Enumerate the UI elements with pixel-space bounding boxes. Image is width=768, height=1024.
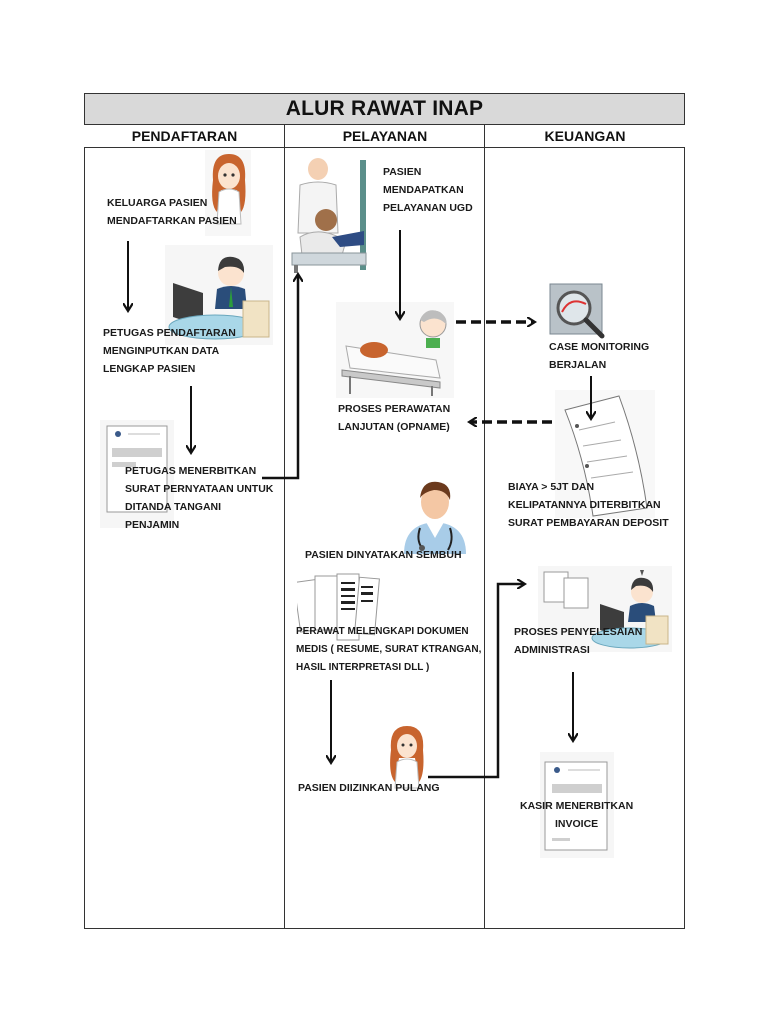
label-line: PASIEN DIIZINKAN PULANG — [298, 782, 440, 794]
title-row: ALUR RAWAT INAP — [84, 93, 685, 125]
hospital-bed-icon — [336, 302, 454, 398]
label-line: KELUARGA PASIEN — [107, 197, 208, 209]
receipt-icon — [555, 390, 655, 518]
female-family-icon — [205, 150, 251, 236]
document-icon — [100, 420, 174, 528]
doctor-icon — [404, 481, 466, 554]
step-case-monitoring: CASE MONITORING BERJALAN — [549, 338, 649, 374]
step-pelayanan-ugd: PASIEN MENDAPATKAN PELAYANAN UGD — [383, 163, 473, 217]
step-petugas-input-data: PETUGAS PENDAFTARAN MENGINPUTKAN DATA LE… — [103, 324, 236, 378]
label-line: MENGINPUTKAN DATA — [103, 345, 220, 357]
label-line: HASIL INTERPRETASI DLL ) — [296, 662, 430, 673]
step-keluarga-mendaftarkan: KELUARGA PASIEN MENDAFTARKAN PASIEN — [107, 194, 237, 230]
column-header-pendaftaran: PENDAFTARAN — [84, 125, 285, 148]
magnifier-monitor-icon — [549, 283, 605, 339]
label-line: LENGKAP PASIEN — [103, 363, 196, 375]
label-line: PELAYANAN UGD — [383, 202, 473, 214]
label-line: MEDIS ( RESUME, SURAT KTRANGAN, — [296, 644, 482, 655]
label-line: DITANDA TANGANI — [125, 501, 222, 513]
step-dokumen-medis: PERAWAT MELENGKAPI DOKUMEN MEDIS ( RESUM… — [296, 623, 481, 677]
label-line: PROSES PERAWATAN — [338, 403, 451, 415]
label-line: PASIEN DINYATAKAN SEMBUH — [305, 549, 462, 561]
doctor-patient-icon — [291, 158, 367, 273]
column-divider — [284, 125, 285, 929]
step-petugas-surat-pernyataan: PETUGAS MENERBITKAN SURAT PERNYATAAN UNT… — [125, 462, 273, 534]
label-line: KASIR MENERBITKAN — [520, 800, 634, 812]
column-header-pelayanan: PELAYANAN — [285, 125, 485, 148]
label-line: CASE MONITORING — [549, 341, 650, 353]
admin-desk-icon — [538, 566, 672, 652]
step-pasien-pulang: PASIEN DIIZINKAN PULANG — [298, 779, 440, 797]
step-kasir-invoice: KASIR MENERBITKAN INVOICE — [520, 797, 633, 833]
label-line: MENDAFTARKAN PASIEN — [107, 215, 237, 227]
label-line: ADMINISTRASI — [514, 644, 590, 656]
invoice-icon — [540, 752, 614, 858]
registration-desk-icon — [165, 245, 273, 345]
label-line: BERJALAN — [549, 359, 607, 371]
column-header-keuangan: KEUANGAN — [485, 125, 685, 148]
diagram-title: ALUR RAWAT INAP — [285, 97, 484, 120]
label-line: LANJUTAN (OPNAME) — [338, 421, 450, 433]
label-line: BIAYA > 5JT DAN — [508, 481, 595, 493]
step-pasien-sembuh: PASIEN DINYATAKAN SEMBUH — [305, 546, 462, 564]
label-line: PENJAMIN — [125, 519, 180, 531]
label-line: PERAWAT MELENGKAPI DOKUMEN — [296, 626, 469, 637]
label-line: SURAT PERNYATAAN UNTUK — [125, 483, 274, 495]
column-divider — [484, 125, 485, 929]
label-line: PROSES PENYELESAIAN — [514, 626, 643, 638]
label-line: SURAT PEMBAYARAN DEPOSIT — [508, 517, 669, 529]
step-surat-deposit: BIAYA > 5JT DAN KELIPATANNYA DITERBITKAN… — [508, 478, 669, 532]
step-perawatan-lanjutan: PROSES PERAWATAN LANJUTAN (OPNAME) — [338, 400, 450, 436]
label-line: PETUGAS PENDAFTARAN — [103, 327, 236, 339]
label-line: PETUGAS MENERBITKAN — [125, 465, 257, 477]
label-line: PASIEN — [383, 166, 422, 178]
medical-documents-icon — [297, 573, 380, 641]
label-line: INVOICE — [554, 818, 599, 830]
step-penyelesaian-administrasi: PROSES PENYELESAIAN ADMINISTRASI — [514, 623, 642, 659]
female-patient-icon — [390, 726, 424, 789]
label-line: MENDAPATKAN — [383, 184, 464, 196]
label-line: KELIPATANNYA DITERBITKAN — [508, 499, 661, 511]
